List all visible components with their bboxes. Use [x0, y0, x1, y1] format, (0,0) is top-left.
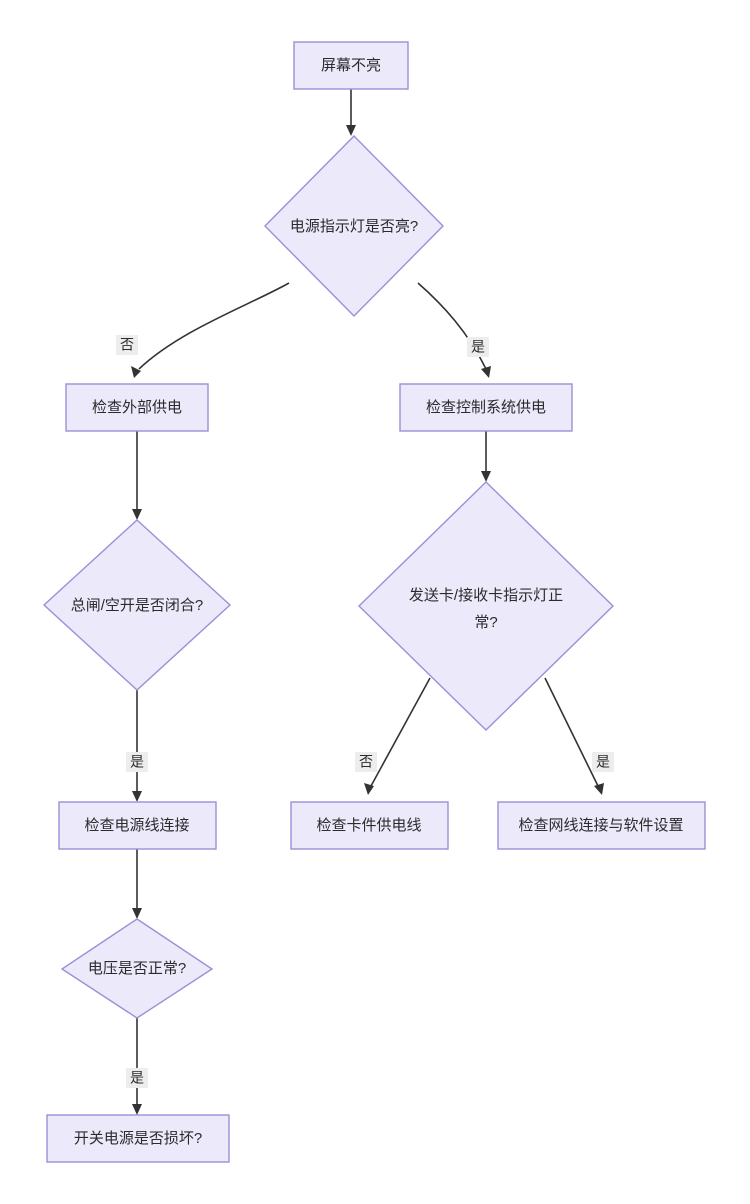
- edge-breaker-yes: 是: [126, 690, 148, 802]
- edge-label-yes: 是: [130, 1070, 144, 1086]
- node-diamond[interactable]: [60, 918, 214, 1019]
- arrowhead-icon: [132, 791, 142, 802]
- arrowhead-icon: [131, 366, 141, 378]
- node-label: 检查电源线连接: [84, 817, 189, 834]
- node-switching-power-supply-damaged[interactable]: 开关电源是否损坏?: [46, 1114, 230, 1163]
- edge-label-background: [467, 337, 489, 357]
- node-label: 检查网线连接与软件设置: [518, 817, 683, 834]
- edge-line: [370, 677, 431, 787]
- edge-external-power-to-breaker: [132, 431, 142, 520]
- node-power-indicator-question[interactable]: 电源指示灯是否亮?: [264, 135, 444, 317]
- node-rect[interactable]: [290, 801, 449, 850]
- node-rect[interactable]: [58, 801, 217, 850]
- node-label: 屏幕不亮: [321, 57, 381, 74]
- node-screen-not-lit[interactable]: 屏幕不亮: [293, 41, 409, 90]
- edge-card-led-yes: 是: [544, 677, 614, 795]
- node-label: 检查控制系统供电: [426, 399, 546, 416]
- arrowhead-icon: [594, 783, 604, 795]
- edge-label-no: 否: [359, 754, 373, 770]
- node-check-card-power-line[interactable]: 检查卡件供电线: [290, 801, 449, 850]
- node-label: 检查卡件供电线: [316, 817, 421, 834]
- edge-label-yes: 是: [596, 754, 610, 770]
- node-voltage-normal-question[interactable]: 电压是否正常?: [60, 918, 214, 1019]
- arrowhead-icon: [132, 908, 142, 919]
- node-label: 总闸/空开是否闭合?: [71, 597, 204, 614]
- node-diamond[interactable]: [42, 519, 232, 691]
- edge-label-background: [116, 335, 138, 355]
- arrowhead-icon: [481, 366, 491, 378]
- edge-label-yes: 是: [130, 754, 144, 770]
- edge-power-led-no: 否: [116, 282, 290, 378]
- edge-label-background: [126, 1068, 148, 1088]
- edge-label-background: [126, 752, 148, 772]
- edge-control-power-to-card-led: [481, 431, 491, 482]
- edge-power-cable-to-voltage: [132, 848, 142, 919]
- node-rect[interactable]: [46, 1114, 230, 1163]
- edge-voltage-yes: 是: [126, 1018, 148, 1115]
- node-check-network-and-software[interactable]: 检查网线连接与软件设置: [497, 801, 706, 850]
- arrowhead-icon: [481, 471, 491, 482]
- node-label-line2: 常?: [474, 614, 497, 631]
- node-label-line1: 发送卡/接收卡指示灯正: [409, 587, 563, 604]
- node-check-power-cable[interactable]: 检查电源线连接: [58, 801, 217, 850]
- edge-label-background: [355, 752, 377, 772]
- node-label: 检查外部供电: [92, 399, 182, 416]
- node-rect[interactable]: [293, 41, 409, 90]
- edge-power-led-yes: 是: [417, 282, 491, 378]
- node-rect[interactable]: [65, 383, 209, 432]
- edge-line: [417, 282, 487, 370]
- node-label: 开关电源是否损坏?: [74, 1130, 202, 1147]
- node-label: 电源指示灯是否亮?: [290, 218, 418, 235]
- edge-label-background: [592, 752, 614, 772]
- arrowhead-icon: [132, 509, 142, 520]
- arrowhead-icon: [364, 783, 374, 795]
- node-label: 电压是否正常?: [88, 960, 186, 977]
- node-rect[interactable]: [497, 801, 706, 850]
- edge-line: [544, 677, 599, 787]
- edge-label-no: 否: [120, 337, 134, 353]
- node-check-external-power[interactable]: 检查外部供电: [65, 383, 209, 432]
- edge-screen-to-power-led: [346, 89, 356, 136]
- node-main-breaker-question[interactable]: 总闸/空开是否闭合?: [42, 519, 232, 691]
- node-diamond[interactable]: [357, 481, 615, 731]
- node-card-indicator-question[interactable]: 发送卡/接收卡指示灯正 常?: [357, 481, 615, 731]
- node-diamond[interactable]: [264, 135, 444, 317]
- arrowhead-icon: [132, 1104, 142, 1115]
- edge-card-led-no: 否: [355, 677, 431, 795]
- arrowhead-icon: [346, 125, 356, 136]
- node-rect[interactable]: [399, 383, 573, 432]
- edge-line: [138, 282, 290, 370]
- node-check-control-system-power[interactable]: 检查控制系统供电: [399, 383, 573, 432]
- edge-label-yes: 是: [471, 339, 485, 355]
